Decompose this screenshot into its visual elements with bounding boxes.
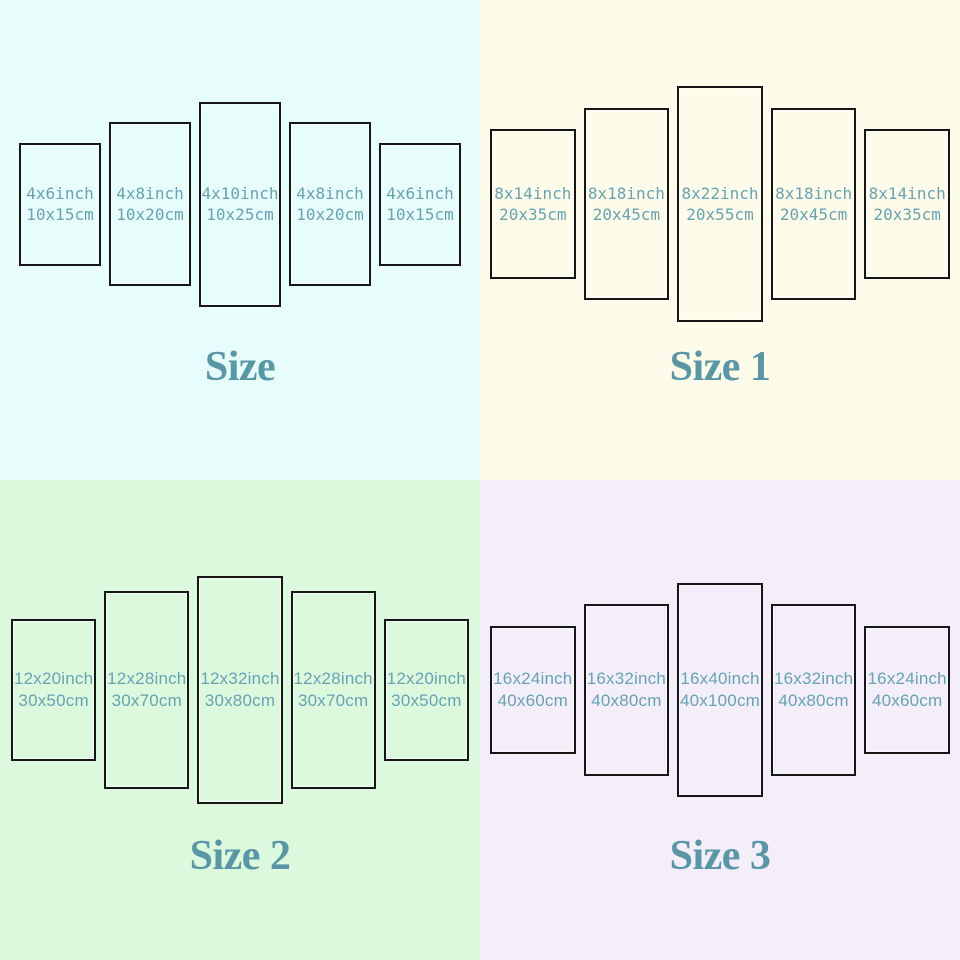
panel-size-label: 4x6inch 10x15cm [26,183,93,225]
canvas-panel: 4x8inch 10x20cm [109,122,191,286]
size-inch-text: 4x6inch [26,184,94,203]
panel-group: 4x6inch 10x15cm 4x8inch 10x20cm 4x10inch 10x2… [0,0,480,408]
panel-size-label: 4x10inch 10x25cm [201,183,278,225]
canvas-panel: 8x18inch 20x45cm [583,107,670,301]
size-inch-text: 16x24inch [493,668,573,688]
size-cm-text: 40x80cm [591,691,662,710]
panel-size-label: 8x18inch 20x45cm [588,183,665,225]
canvas-panel: 12x32inch 30x80cm [197,576,283,804]
size-inch-text: 12x20inch [386,669,467,688]
panel-size-label: 16x32inch 40x80cm [774,668,853,712]
panel-size-label: 4x8inch 10x20cm [116,183,183,225]
quadrant-title: Size 1 [669,344,771,390]
size-inch-text: 16x24inch [867,668,947,688]
size-inch-text: 8x14inch [868,183,946,203]
size-inch-text: 4x8inch [116,184,184,203]
quadrant-size: 4x6inch 10x15cm 4x8inch 10x20cm 4x10inch 10x2… [0,0,480,480]
canvas-panel: 16x32inch 40x80cm [583,604,670,776]
canvas-panel: 8x18inch 20x45cm [770,107,857,301]
size-cm-text: 10x15cm [386,205,454,224]
size-inch-text: 12x28inch [293,668,373,688]
size-inch-text: 12x28inch [107,668,187,688]
panel-size-label: 12x20inch 30x50cm [387,668,466,712]
size-cm-text: 20x45cm [592,205,661,224]
size-cm-text: 30x70cm [297,690,369,710]
size-cm-text: 40x100cm [679,691,761,710]
panel-size-label: 12x32inch 30x80cm [200,668,279,712]
size-inch-text: 12x32inch [200,669,280,688]
size-cm-text: 20x35cm [873,204,941,224]
size-cm-text: 40x60cm [497,690,568,710]
size-inch-text: 4x6inch [386,184,454,203]
panel-size-label: 16x40inch 40x100cm [680,668,760,712]
size-cm-text: 10x20cm [296,205,364,224]
size-cm-text: 20x35cm [499,204,567,224]
canvas-panel: 4x10inch 10x25cm [199,101,281,307]
size-cm-text: 20x55cm [686,204,754,224]
canvas-panel: 4x6inch 10x15cm [19,142,101,266]
size-cm-text: 10x20cm [116,205,184,224]
size-cm-text: 40x60cm [871,690,943,710]
size-cm-text: 20x45cm [779,205,848,224]
panel-size-label: 12x20inch 30x50cm [14,668,93,712]
size-inch-text: 4x8inch [296,184,364,203]
size-cm-text: 10x15cm [26,205,94,224]
panel-size-label: 4x6inch 10x15cm [386,183,453,225]
quadrant-title: Size 3 [669,833,771,879]
canvas-panel: 16x40inch 40x100cm [677,583,763,797]
canvas-panel: 4x6inch 10x15cm [379,142,461,266]
size-cm-text: 30x70cm [111,690,182,710]
canvas-panel: 12x20inch 30x50cm [383,619,469,761]
size-inch-text: 8x22inch [681,183,759,203]
size-inch-text: 8x18inch [587,184,665,203]
size-cm-text: 30x50cm [18,691,89,710]
canvas-panel: 4x8inch 10x20cm [289,122,371,286]
size-inch-text: 4x10inch [201,184,279,203]
size-inch-text: 16x32inch [586,669,667,688]
canvas-panel: 12x20inch 30x50cm [11,619,97,761]
panel-size-label: 16x32inch 40x80cm [587,668,666,712]
size-cm-text: 10x25cm [206,205,274,224]
quadrant-title: Size [204,344,276,390]
size-inch-text: 16x40inch [680,669,760,688]
quadrant-title: Size 2 [189,833,291,879]
size-inch-text: 12x20inch [13,669,94,688]
panel-size-label: 8x18inch 20x45cm [775,183,852,225]
size-inch-text: 8x14inch [494,183,572,203]
size-inch-text: 8x18inch [775,184,853,203]
panel-size-label: 4x8inch 10x20cm [296,183,363,225]
size-inch-text: 16x32inch [773,669,854,688]
size-cm-text: 30x80cm [204,691,276,710]
canvas-panel: 16x32inch 40x80cm [770,604,857,776]
size-cm-text: 40x80cm [778,691,849,710]
size-cm-text: 30x50cm [391,691,462,710]
